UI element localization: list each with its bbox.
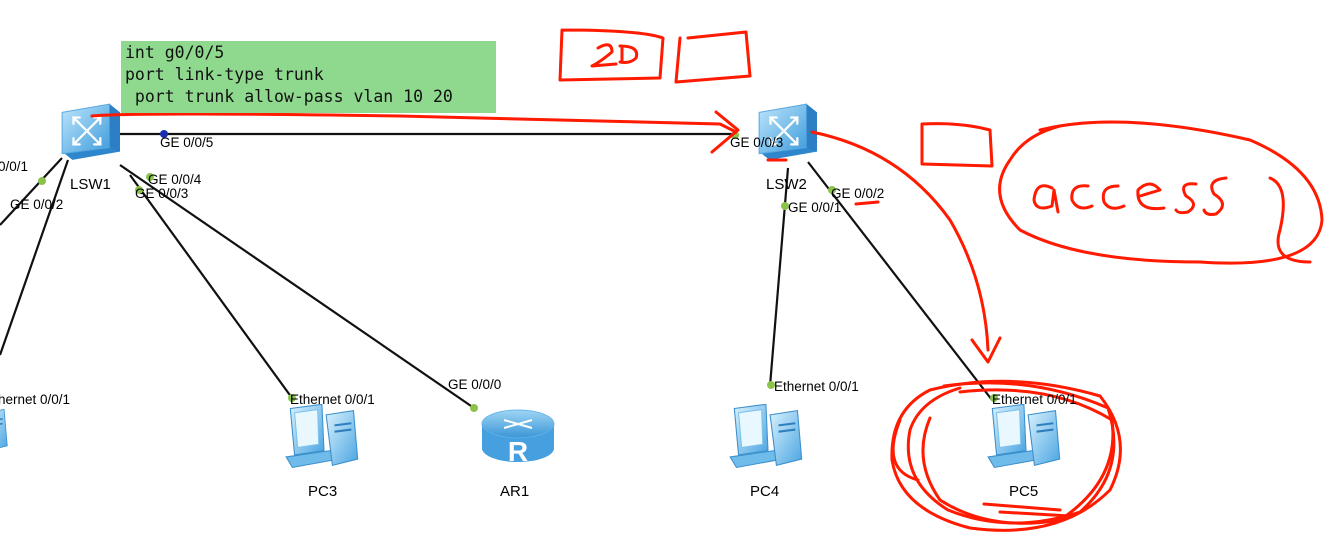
annotation-arrow-lsw1-lsw2	[90, 112, 738, 134]
pc5-label: PC5	[1009, 483, 1039, 500]
config-line-3: port trunk allow-pass vlan 10 20	[125, 87, 453, 106]
port-label-pc5-eth: Ethernet 0/0/1	[992, 392, 1077, 407]
left-pc-icon[interactable]	[0, 404, 9, 453]
port-label-ar1-ge000: GE 0/0/0	[448, 377, 502, 392]
port-label-pc3-eth: Ethernet 0/0/1	[290, 392, 375, 407]
annotation-box-right	[920, 122, 994, 168]
port-label-pc4-eth: Ethernet 0/0/1	[774, 379, 859, 394]
pc3-icon[interactable]	[285, 404, 359, 469]
port-dot-pc5	[990, 394, 998, 402]
lsw2-label: LSW2	[766, 176, 807, 193]
port-label-lsw1-ge003: GE 0/0/3	[135, 186, 189, 201]
pc4-icon[interactable]	[729, 404, 803, 469]
port-label-lsw1-ge004: GE 0/0/4	[148, 172, 202, 187]
pc5-icon[interactable]	[987, 404, 1061, 469]
link-lsw1-left-pc[interactable]	[0, 159, 70, 356]
link-lsw2-pc5[interactable]	[807, 161, 993, 401]
port-dot-lsw2-ge001	[781, 202, 789, 210]
config-line-1: int g0/0/5	[125, 43, 225, 62]
pc3-label: PC3	[308, 483, 338, 500]
config-note: int g0/0/5 port link-type trunk port trun…	[121, 41, 496, 113]
svg-text:R: R	[508, 436, 528, 467]
link-lsw1-left-offscreen[interactable]	[0, 157, 63, 226]
port-label-lsw2-ge001: GE 0/0/1	[788, 200, 842, 215]
annotation-box-empty	[674, 30, 752, 84]
port-label-lsw2-ge002: GE 0/0/2	[831, 186, 885, 201]
port-dot-pc3	[288, 394, 296, 402]
port-label-lsw1-left: 0/0/1	[0, 159, 29, 174]
port-dot-lsw1-ge003	[135, 186, 143, 194]
annotation-arrow-lsw2-pc5	[810, 130, 990, 352]
port-label-lsw1-ge005: GE 0/0/5	[160, 135, 214, 150]
annotation-oval-access	[998, 120, 1324, 265]
port-label-lsw2-ge003: GE 0/0/3	[730, 135, 784, 150]
link-lsw2-pc4[interactable]	[768, 167, 790, 387]
annotation-word-access	[1032, 176, 1312, 264]
lsw2-switch-icon[interactable]	[757, 102, 819, 162]
ar1-router-icon[interactable]: R	[481, 409, 555, 467]
port-dot-ar1	[470, 404, 478, 412]
annotation-scribble-20	[590, 43, 639, 68]
config-line-2: port link-type trunk	[125, 65, 324, 84]
link-lsw1-pc3[interactable]	[129, 174, 293, 399]
port-label-lsw1-ge002: GE 0/0/2	[10, 197, 64, 212]
port-dot-lsw1-ge001	[38, 177, 46, 185]
link-lsw1-ar1[interactable]	[119, 164, 475, 409]
port-dot-lsw1-ge004	[146, 173, 154, 181]
ar1-label: AR1	[500, 483, 530, 500]
annotation-box-20	[558, 28, 665, 82]
port-dot-pc4	[767, 381, 775, 389]
port-dot-lsw2-ge002	[828, 186, 836, 194]
pc4-label: PC4	[750, 483, 780, 500]
lsw1-label: LSW1	[70, 176, 111, 193]
port-label-left-pc-eth: hernet 0/0/1	[0, 392, 71, 407]
port-dot-lsw1-ge005	[160, 130, 168, 138]
lsw1-switch-icon[interactable]	[60, 102, 122, 162]
handwritten-annotations	[90, 28, 1324, 532]
